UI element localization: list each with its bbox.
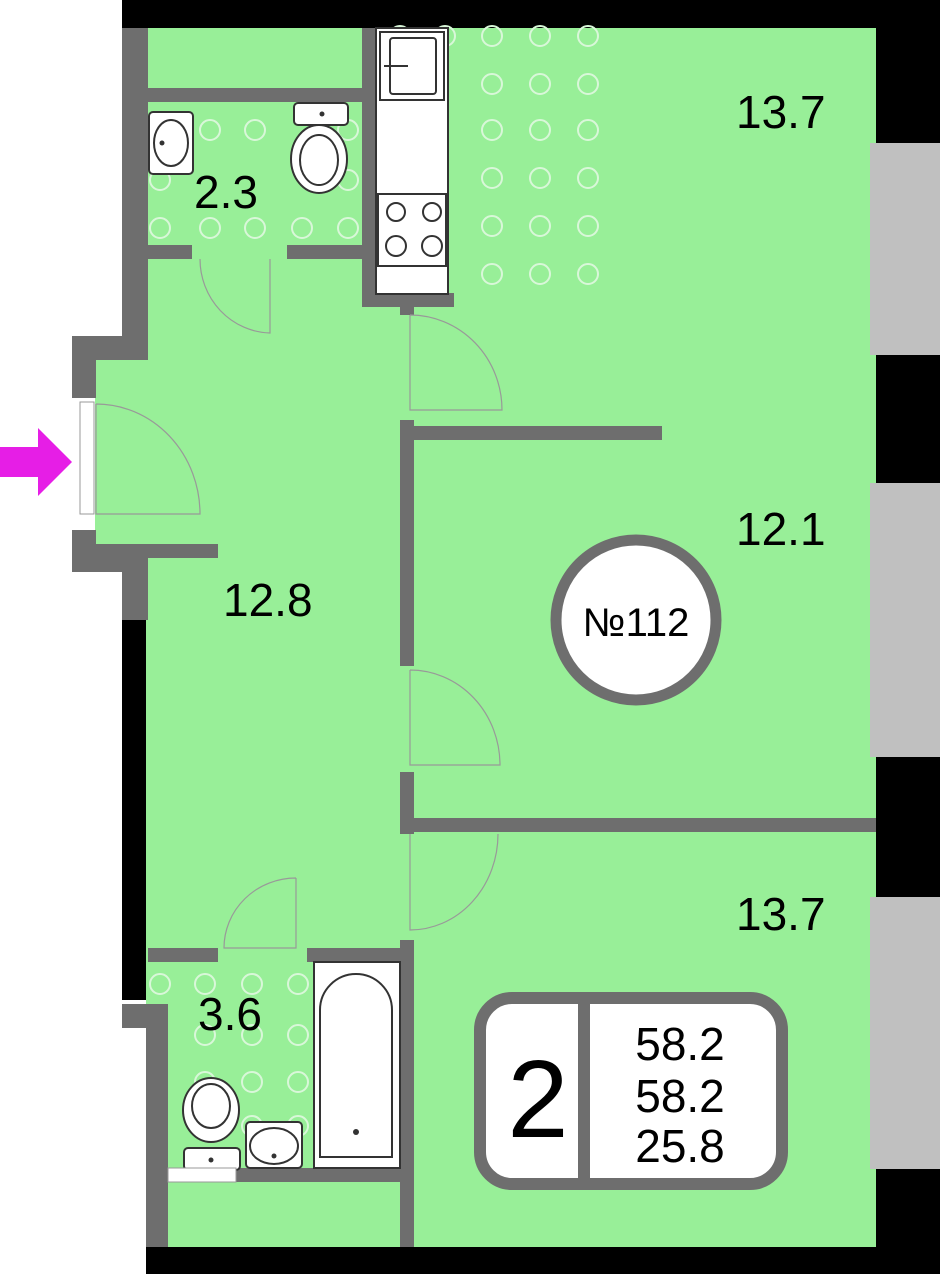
wc-door xyxy=(199,258,271,334)
kitchen-area: 13.7 xyxy=(736,86,826,138)
summary-panel: 2 58.2 58.2 25.8 xyxy=(474,992,788,1190)
interior-walls xyxy=(72,28,876,1247)
apartment-number: №112 xyxy=(583,601,690,645)
doors xyxy=(79,258,503,949)
bathroom-toilet-icon xyxy=(182,1077,241,1171)
bathtub-icon xyxy=(313,961,401,1169)
room-count: 2 xyxy=(507,1038,568,1161)
left-wall-lower xyxy=(122,620,148,1000)
bedroom-area: 12.1 xyxy=(736,503,826,555)
entrance-door xyxy=(79,401,201,515)
entrance-arrow-icon xyxy=(0,428,72,496)
kitchen-sink-icon xyxy=(379,31,445,101)
living-area: 13.7 xyxy=(736,888,826,940)
bathroom-door-threshold xyxy=(167,1167,237,1183)
window-living xyxy=(870,897,940,1169)
total-area: 58.2 xyxy=(635,1018,725,1070)
windows xyxy=(870,143,940,1169)
area-3: 25.8 xyxy=(635,1120,725,1172)
kitchen-door xyxy=(409,314,503,411)
kitchen-counter xyxy=(375,27,449,295)
bottom-wall xyxy=(146,1247,940,1274)
area-2: 58.2 xyxy=(635,1070,725,1122)
kitchen-tiles xyxy=(389,25,599,285)
wc-area: 2.3 xyxy=(194,166,258,218)
toilet-icon xyxy=(290,102,349,194)
bathroom-area: 3.6 xyxy=(198,988,262,1040)
apartment-number-badge: №112 xyxy=(550,534,722,706)
hall-area: 12.8 xyxy=(223,574,313,626)
window-bedroom xyxy=(870,483,940,757)
bathroom-door xyxy=(223,877,297,949)
living-door xyxy=(409,833,499,931)
bathroom-sink-icon xyxy=(245,1121,303,1169)
top-wall xyxy=(122,0,940,28)
window-kitchen xyxy=(870,143,940,355)
wc-tiles xyxy=(149,119,359,239)
washbasin-icon xyxy=(148,111,194,175)
stove-icon xyxy=(377,193,447,267)
bedroom-door xyxy=(409,669,501,766)
